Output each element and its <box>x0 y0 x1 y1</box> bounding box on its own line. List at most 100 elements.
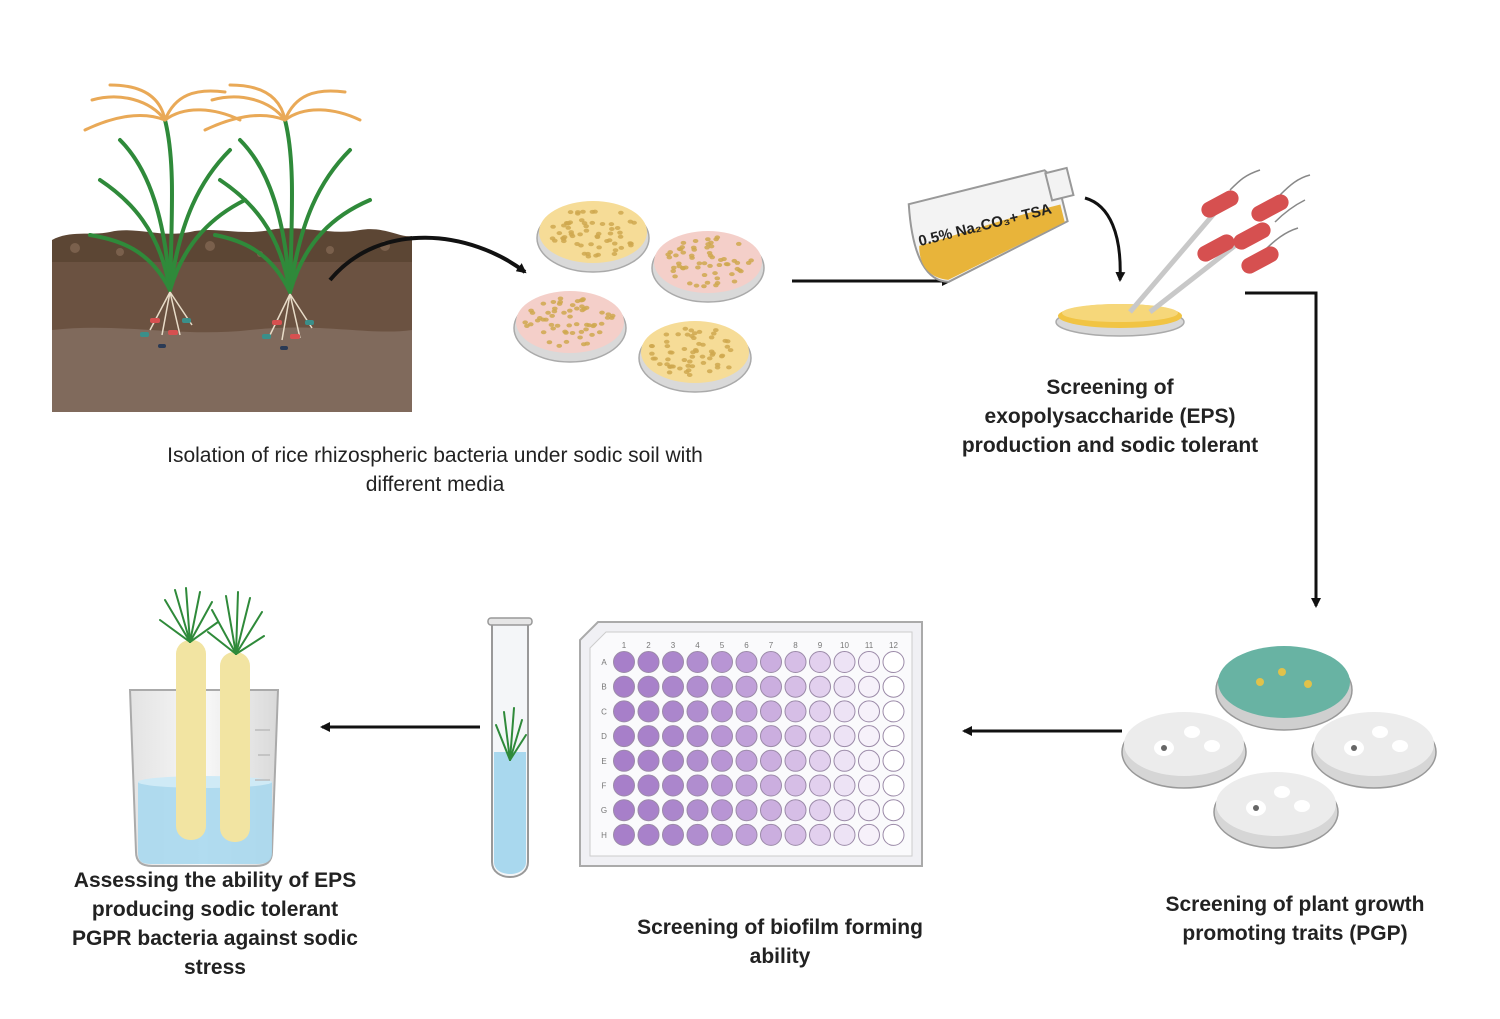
eps-plate <box>1055 304 1185 337</box>
plate-well <box>686 774 709 797</box>
plate-well <box>637 749 660 772</box>
plate-well <box>809 774 831 797</box>
plate-row-label: D <box>601 732 607 741</box>
plate-col-label: 8 <box>793 641 798 650</box>
plate-well <box>662 749 684 772</box>
plate-well <box>760 725 782 748</box>
plate-well <box>637 700 660 723</box>
plate-well <box>662 675 684 698</box>
plate-well <box>711 749 733 772</box>
plate-well <box>686 675 709 698</box>
plate-row-label: E <box>601 757 606 766</box>
plate-well <box>735 749 758 772</box>
plate-well <box>833 725 856 748</box>
caption-assessment-line-3: PGPR bacteria against sodic <box>72 927 358 950</box>
plate-well <box>760 774 782 797</box>
plate-well <box>735 651 758 673</box>
plate-row-label: F <box>602 782 607 791</box>
plate-well <box>711 651 733 673</box>
plate-well <box>760 675 782 698</box>
arrow-eps-to-pgp <box>1245 291 1321 608</box>
pgp-plate-right <box>1311 712 1437 789</box>
agar-plate-3 <box>513 291 627 363</box>
soil-bottom-layer <box>52 327 412 412</box>
plate-well <box>833 774 856 797</box>
plate-well <box>784 675 807 698</box>
plate-col-label: 6 <box>744 641 749 650</box>
caption-biofilm-line-1: Screening of biofilm forming <box>637 916 923 939</box>
plate-well <box>858 749 880 772</box>
plate-row-label: G <box>601 806 607 815</box>
plate-well <box>637 651 660 673</box>
plate-row-label: A <box>601 658 607 667</box>
plate-col-label: 11 <box>865 641 874 650</box>
caption-isolation-line-2: different media <box>365 473 505 496</box>
plate-well <box>662 725 684 748</box>
root-tube-right <box>220 652 250 842</box>
plate-well <box>662 700 684 723</box>
plate-row-label: H <box>601 831 607 840</box>
plate-well <box>711 799 733 822</box>
plate-well <box>613 749 635 772</box>
plate-well <box>637 799 660 822</box>
plate-well <box>662 651 684 673</box>
plate-well <box>809 651 831 673</box>
plate-well <box>613 799 635 822</box>
plate-col-label: 3 <box>671 641 676 650</box>
plate-col-label: 12 <box>889 641 898 650</box>
plate-well <box>858 675 880 698</box>
arrow-isolation-to-plates <box>328 235 527 282</box>
media-flask <box>907 166 1075 283</box>
plate-well <box>760 700 782 723</box>
plate-well <box>833 749 856 772</box>
plate-well <box>882 651 905 673</box>
plate-well <box>613 675 635 698</box>
caption-biofilm-screening: Screening of biofilm forming ability <box>610 913 950 971</box>
plate-col-label: 2 <box>646 641 651 650</box>
plate-row-label: B <box>601 683 606 692</box>
agar-plate-2 <box>651 231 765 303</box>
plate-col-label: 9 <box>818 641 823 650</box>
plate-well <box>735 725 758 748</box>
plate-well <box>858 700 880 723</box>
plate-well <box>760 799 782 822</box>
root-tube-left <box>176 640 206 840</box>
plate-well <box>882 774 905 797</box>
pgp-plate-green <box>1215 646 1353 731</box>
plate-well <box>784 799 807 822</box>
plate-col-label: 5 <box>720 641 725 650</box>
caption-pgp-screening: Screening of plant growth promoting trai… <box>1130 890 1460 948</box>
plate-well <box>833 700 856 723</box>
plate-well <box>613 725 635 748</box>
test-tube <box>487 617 533 878</box>
caption-pgp-line-2: promoting traits (PGP) <box>1182 922 1408 945</box>
plate-well <box>784 823 807 846</box>
plate-col-label: 10 <box>840 641 849 650</box>
plate-well <box>809 675 831 698</box>
plate-well <box>858 725 880 748</box>
plate-well <box>784 774 807 797</box>
plate-well <box>613 651 635 673</box>
plate-well <box>735 700 758 723</box>
plate-well <box>882 823 905 846</box>
caption-assessment-line-2: producing sodic tolerant <box>91 898 339 921</box>
inoculation-loop <box>1128 193 1257 314</box>
plate-well <box>711 675 733 698</box>
plate-well <box>809 749 831 772</box>
plate-well <box>686 651 709 673</box>
plate-well <box>711 774 733 797</box>
caption-pgp-line-1: Screening of plant growth <box>1165 893 1425 916</box>
seedlings <box>159 587 265 655</box>
caption-biofilm-line-2: ability <box>749 945 811 968</box>
caption-eps-line-2: exopolysaccharide (EPS) <box>984 405 1236 428</box>
plate-well <box>686 725 709 748</box>
plate-well <box>735 799 758 822</box>
plate-well <box>858 651 880 673</box>
plate-well <box>760 749 782 772</box>
plate-well <box>858 774 880 797</box>
plate-well <box>833 675 856 698</box>
plate-well <box>882 675 905 698</box>
caption-eps-line-1: Screening of <box>1046 376 1174 399</box>
plate-well <box>637 675 660 698</box>
